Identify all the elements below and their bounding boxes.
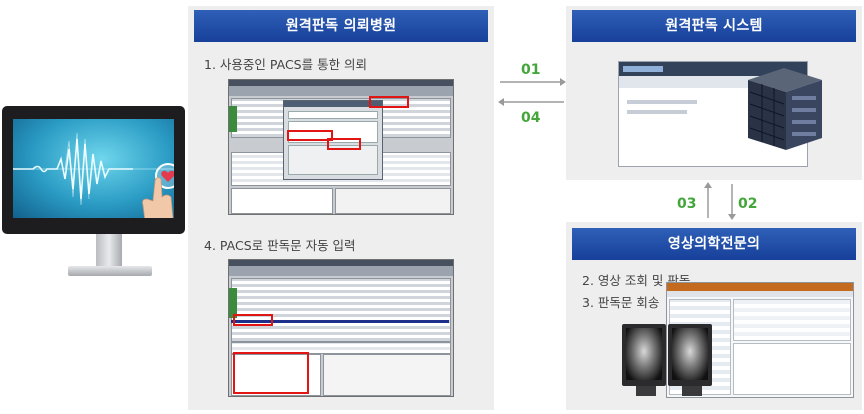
- flow-arrows-horizontal: [498, 78, 566, 106]
- highlight-box: [233, 314, 273, 326]
- step1-label: 1. 사용중인 PACS를 통한 의뢰: [204, 57, 368, 72]
- server-icon: [748, 68, 822, 150]
- heartbeat-wave: [13, 132, 174, 206]
- highlight-box: [369, 96, 409, 108]
- pacs-request-screenshot: [228, 79, 454, 215]
- web-system-screenshot: [618, 61, 808, 167]
- arrow-label-02: 02: [738, 196, 758, 212]
- monitor-screen: [13, 119, 174, 218]
- requesting-hospital-title: 원격판독 의뢰병원: [194, 10, 488, 42]
- step3-label: 3. 판독문 회송: [582, 295, 660, 310]
- remote-reading-system-title: 원격판독 시스템: [572, 10, 856, 42]
- step2-label: 2. 영상 조회 및 판독: [582, 273, 691, 288]
- arrow-label-01: 01: [521, 62, 541, 78]
- pacs-auto-input-screenshot: [228, 259, 454, 397]
- flow-arrows-vertical: [704, 182, 736, 220]
- xray-monitor-icon: [622, 324, 714, 400]
- monitor-base: [68, 266, 152, 276]
- arrow-label-03: 03: [677, 196, 697, 212]
- report-highlight-box: [233, 352, 309, 394]
- arrow-label-04: 04: [521, 110, 541, 126]
- hand-icon: [142, 177, 174, 218]
- highlight-box: [327, 138, 361, 150]
- highlight-box: [287, 130, 333, 141]
- radiologist-title: 영상의학전문의: [572, 228, 856, 260]
- step4-label: 4. PACS로 판독문 자동 입력: [204, 238, 356, 253]
- monitor-stand: [96, 234, 122, 268]
